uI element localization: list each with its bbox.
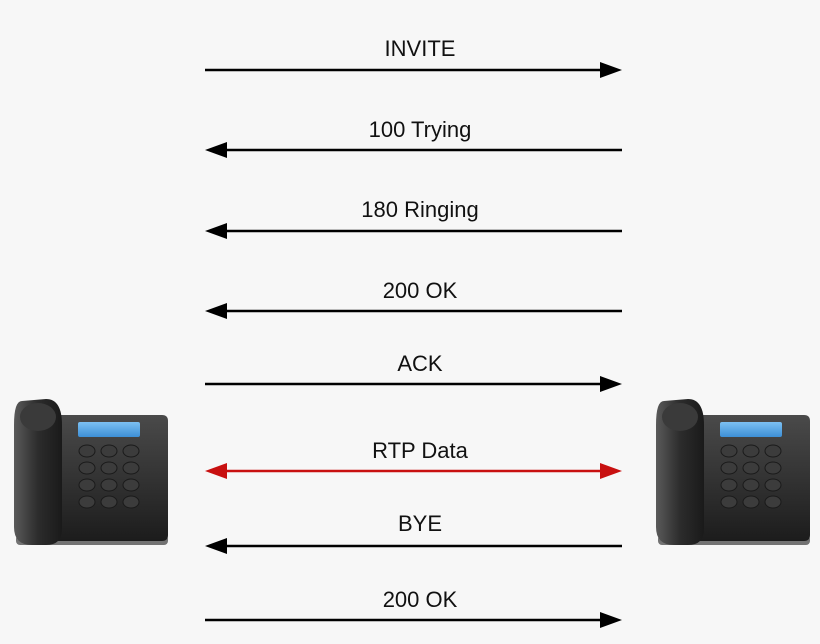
message-arrow [205, 142, 622, 158]
message-label: BYE [397, 511, 443, 536]
arrow-head [600, 62, 622, 78]
message-arrow [205, 223, 622, 239]
arrow-head [205, 223, 227, 239]
message-arrow [205, 538, 622, 554]
message-arrow [205, 376, 622, 392]
message-label: RTP Data [372, 438, 468, 463]
message-label: 100 Trying [368, 117, 472, 142]
arrow-head [600, 612, 622, 628]
right-phone-icon [656, 399, 810, 545]
arrow-head [205, 142, 227, 158]
message-label: 200 OK [382, 587, 458, 612]
message-label: 200 OK [382, 278, 458, 303]
message-label: INVITE [384, 36, 456, 61]
arrow-head [600, 463, 622, 479]
message-arrow [205, 612, 622, 628]
message-label: 180 Ringing [361, 197, 479, 222]
left-phone-icon [14, 399, 168, 545]
arrow-head [205, 538, 227, 554]
message-arrow [205, 303, 622, 319]
arrow-head [205, 463, 227, 479]
arrow-head [205, 303, 227, 319]
arrow-head [600, 376, 622, 392]
message-label: ACK [397, 351, 443, 376]
message-arrow [205, 62, 622, 78]
message-arrow [205, 463, 622, 479]
